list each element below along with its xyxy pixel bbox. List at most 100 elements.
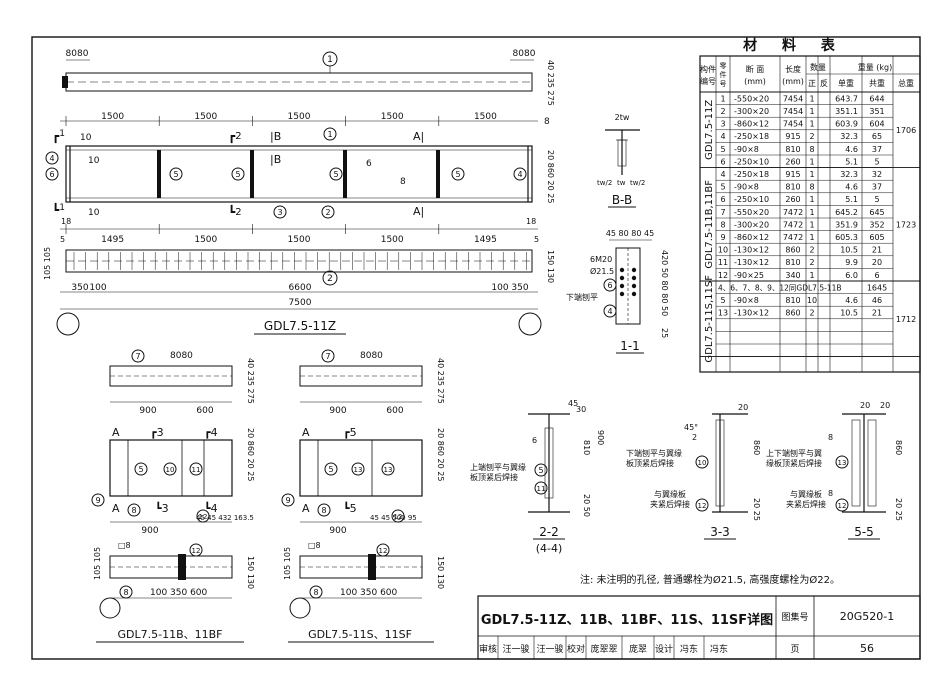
s22-note: 上端刨平与翼缘 [470,462,526,472]
svg-text:缘板顶紧后焊接: 缘板顶紧后焊接 [766,458,822,468]
svg-text:8: 8 [809,145,814,154]
svg-text:-250×18: -250×18 [734,170,769,179]
main-axis-left [56,312,80,336]
main-endgap-right: 8080 [513,49,536,59]
main-mark-2-bot: ┗2 [228,204,242,219]
v11b-mark-4-top: ┏4 [204,426,218,439]
svg-text:(mm): (mm) [744,77,766,86]
svg-text:4.6: 4.6 [845,145,858,154]
section-11: 45 80 80 45 6M20 Ø21.5 6 下端刨平 4 420 50 8… [566,229,669,354]
main-elev-tag-3 [231,167,245,181]
svg-text:1: 1 [809,107,814,116]
svg-text:2: 2 [327,274,333,284]
main-total-length: 7500 [289,298,312,308]
svg-text:860: 860 [785,246,800,255]
svg-text:5.1: 5.1 [845,195,858,204]
sign-cell-7: 冯东 [680,643,698,655]
main-bottom-dim-4: 1495 [474,235,497,245]
svg-text:810: 810 [785,258,800,267]
svg-text:9: 9 [285,496,290,505]
main-bottom-dim-1: 1500 [194,235,217,245]
svg-text:-550×20: -550×20 [734,94,769,103]
svg-text:5: 5 [328,465,333,474]
svg-text:7: 7 [135,352,140,361]
v11b-endgap: 8080 [170,351,193,361]
v11s-endgap: 8080 [360,351,383,361]
main-weld-10c: 10 [88,208,100,218]
svg-text:4: 4 [720,132,725,141]
svg-text:644: 644 [869,94,884,103]
main-elev-tag-1 [45,167,59,181]
svg-text:板顶紧后焊接: 板顶紧后焊接 [626,458,674,468]
svg-text:7454: 7454 [783,107,803,116]
svg-text:150 130: 150 130 [246,556,255,589]
svg-text:1: 1 [809,170,814,179]
svg-text:1: 1 [809,233,814,242]
svg-text:6: 6 [874,271,879,280]
material-total-2: 1712 [896,315,916,324]
v11s-mark-a-top: A [302,426,310,439]
title-sign-row: 审核汪一骏汪一骏校对庞翠翠庞翠设计冯东冯东 [479,636,728,659]
main-elev-tag-6 [513,167,527,181]
svg-text:5: 5 [333,170,338,179]
svg-text:6.0: 6.0 [845,271,858,280]
v11s-dim-900a: 900 [329,406,346,416]
svg-text:21: 21 [872,246,882,255]
svg-text:260: 260 [785,157,800,166]
main-weld-8a: 8 [400,177,406,187]
main-overall-350b: 350 [511,283,528,293]
svg-text:20: 20 [738,403,748,412]
svg-text:20 50: 20 50 [582,494,591,517]
main-stiffener-2 [343,150,347,198]
main-elev-tag-5 [451,167,465,181]
svg-text:1: 1 [809,94,814,103]
svg-text:20: 20 [880,401,890,410]
main-mark-b-top: |B [270,130,281,143]
sign-cell-1: 汪一骏 [502,643,529,655]
svg-text:32.3: 32.3 [840,170,858,179]
main-elev-tag-4 [329,167,343,181]
svg-text:20 25: 20 25 [894,498,903,521]
svg-text:21: 21 [872,309,882,318]
svg-text:单重: 单重 [838,78,854,88]
main-elev-tag-8 [321,205,335,219]
svg-text:8: 8 [720,220,725,229]
main-axis-right [518,312,542,336]
main-top-dim-0: 1500 [101,112,124,122]
svg-text:2: 2 [692,433,697,442]
svg-text:4: 4 [720,170,725,179]
s11-bolt-label: 6M20 [590,255,612,264]
view-11b: 8080 7 40 235 275 900 600 5 10 11 9 A ┏3… [91,349,255,643]
svg-text:5: 5 [138,465,143,474]
svg-text:900: 900 [596,430,605,445]
main-elev-tag-0 [45,151,59,165]
v11s-mark-a-bot: A [302,502,310,515]
svg-text:4: 4 [49,154,54,163]
svg-text:(mm): (mm) [782,77,804,86]
s11-bolts [619,267,637,297]
svg-text:5: 5 [455,170,460,179]
sign-cell-5: 庞翠 [629,643,647,655]
svg-text:正: 正 [808,79,816,88]
svg-text:零: 零 [720,62,727,70]
svg-text:8: 8 [313,588,318,597]
svg-text:8: 8 [828,433,833,442]
svg-text:32.3: 32.3 [840,132,858,141]
svg-text:10.5: 10.5 [840,246,858,255]
main-mark-2-top: ┏2 [228,129,242,144]
main-elevation [65,145,533,203]
svg-text:12: 12 [379,547,388,555]
svg-text:45°: 45° [684,423,698,432]
svg-text:645.2: 645.2 [835,208,858,217]
main-mark-a-top: A| [413,130,424,143]
main-mark-1-bot: ┗1 [52,202,65,217]
svg-text:810: 810 [582,440,591,455]
svg-text:915: 915 [785,132,800,141]
